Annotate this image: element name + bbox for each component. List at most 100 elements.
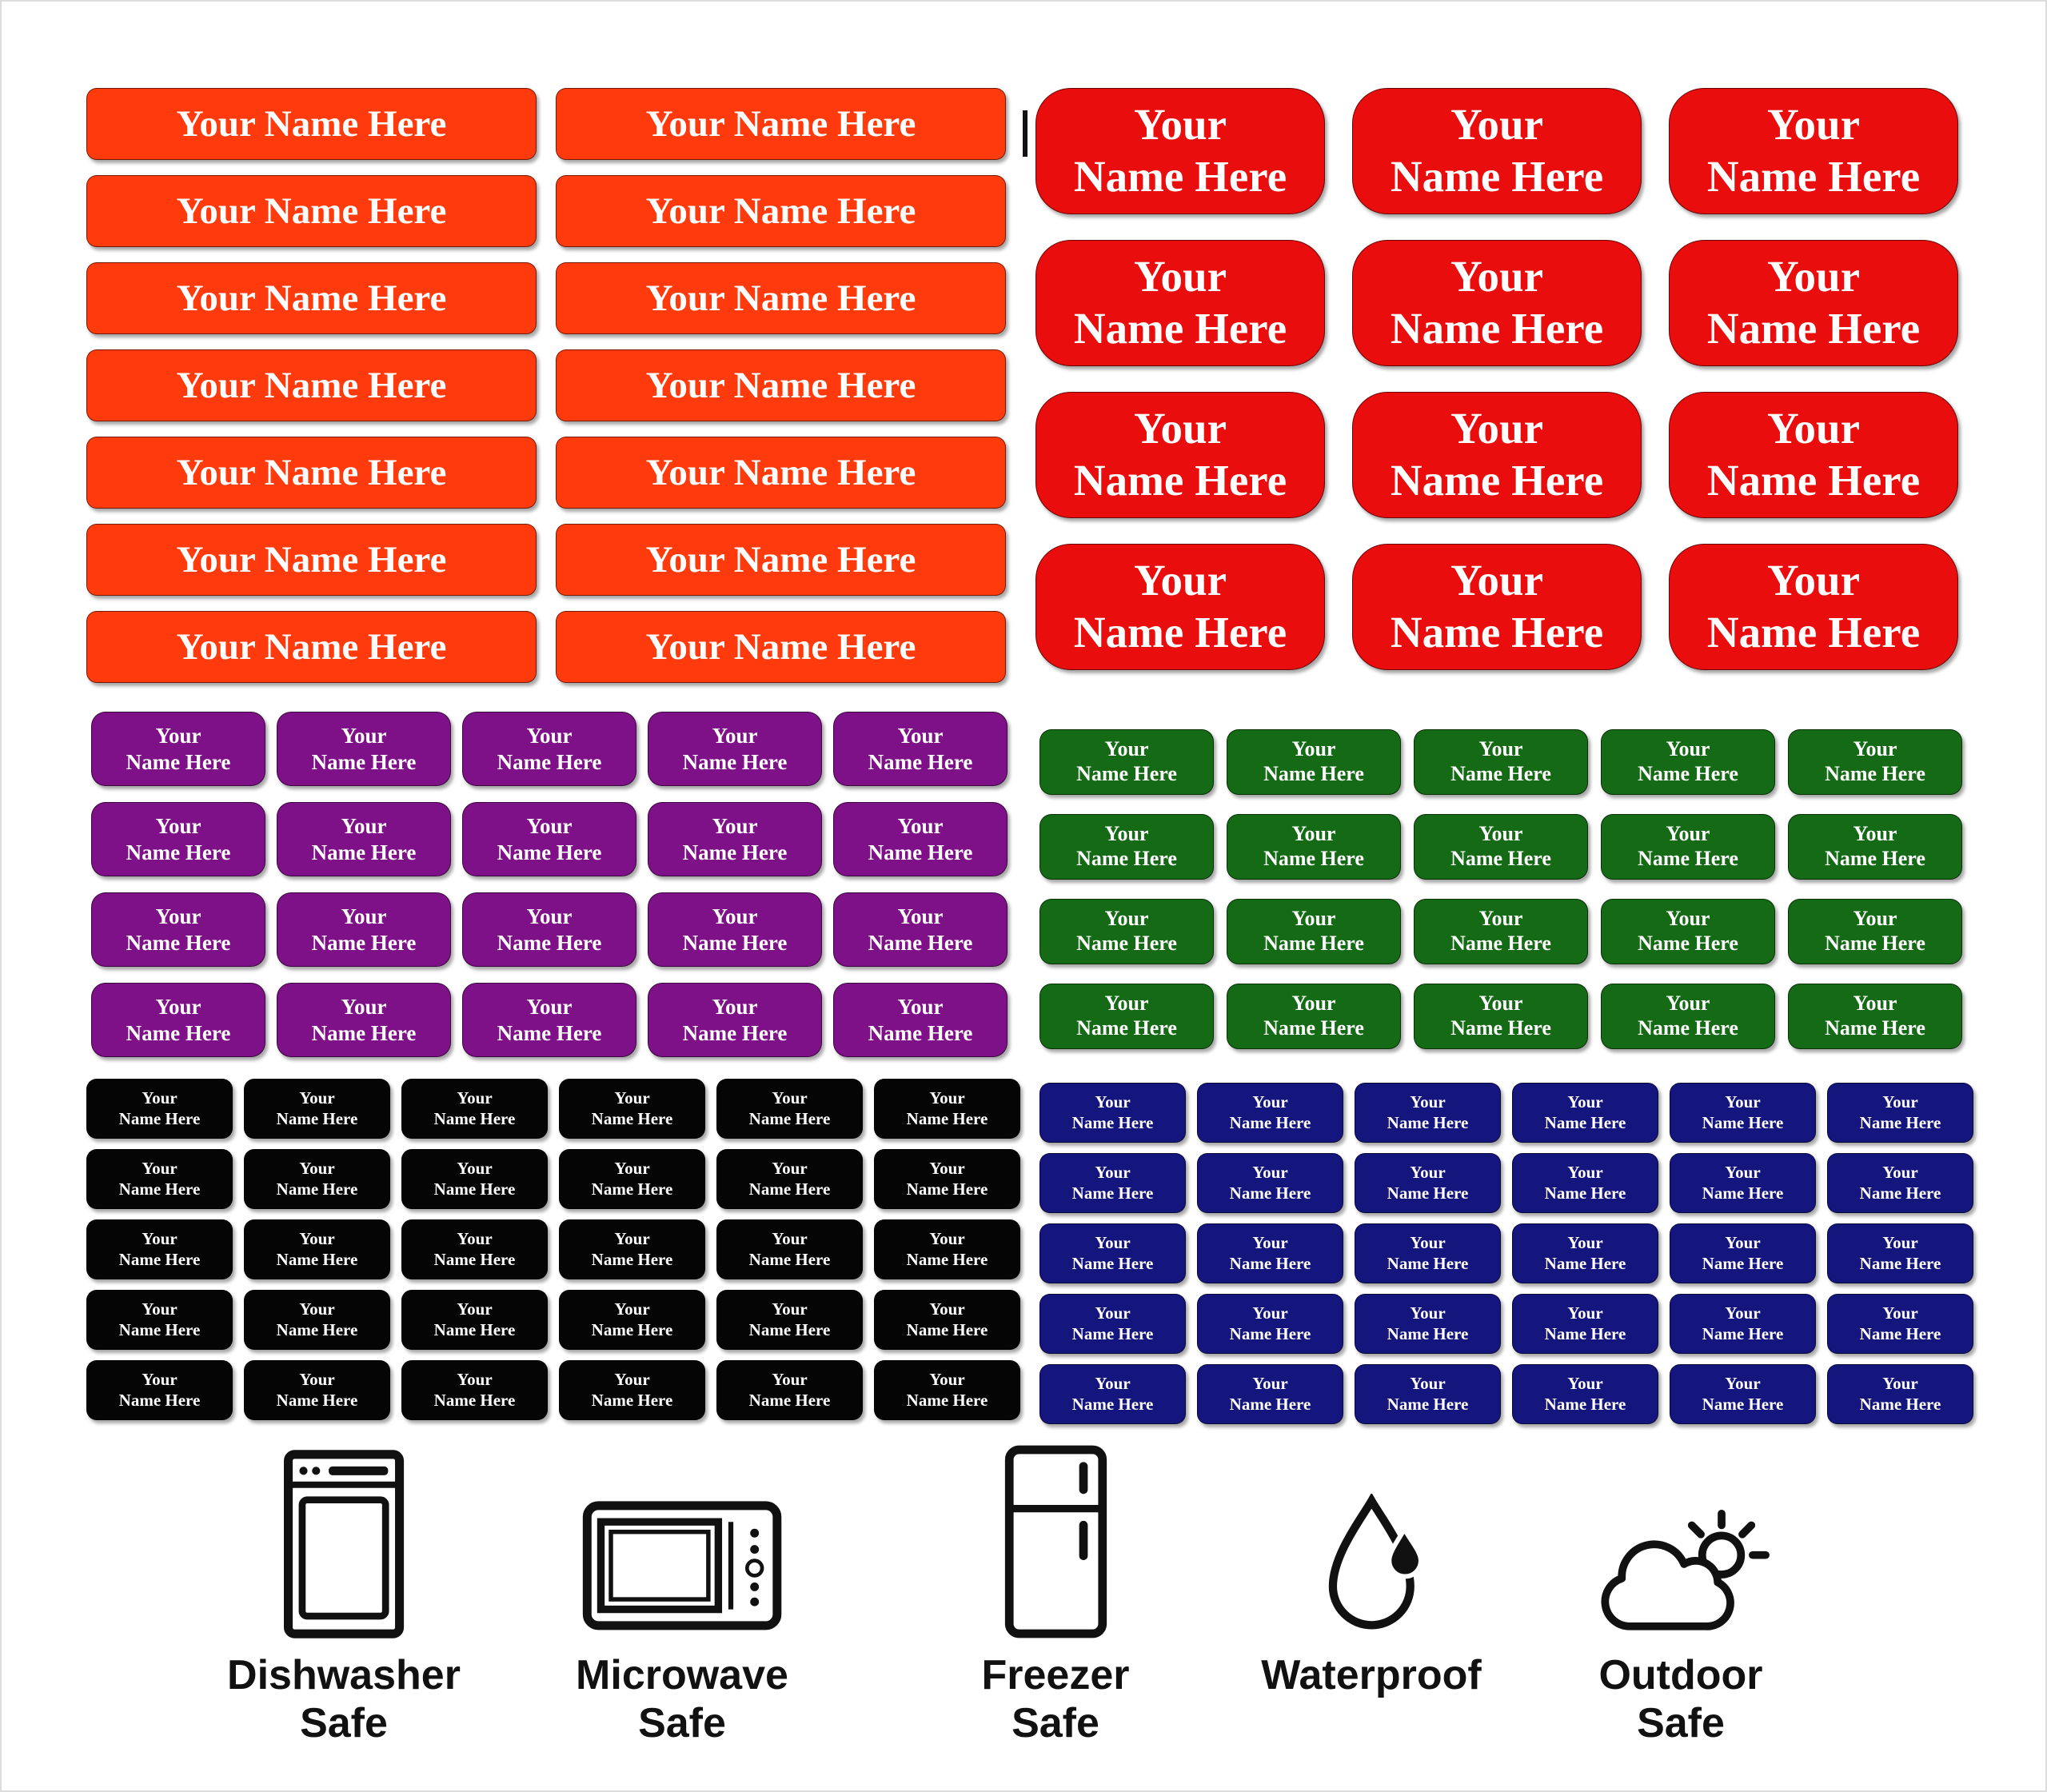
feature-waterproof: Waterproof	[1261, 1433, 1482, 1700]
feature-label-line2: Safe	[638, 1699, 726, 1746]
orange-name-label: Your Name Here	[556, 262, 1006, 334]
features-row: Dishwasher Safe Microwave	[2, 1433, 2045, 1785]
orange-name-label: Your Name Here	[86, 611, 537, 683]
orange-name-label: Your Name Here	[86, 437, 537, 509]
microwave-icon	[582, 1433, 782, 1639]
dishwasher-icon	[281, 1433, 407, 1639]
divider-tick-mark	[1023, 110, 1027, 157]
orange-name-label: Your Name Here	[556, 611, 1006, 683]
feature-label-line1: Freezer	[981, 1652, 1130, 1698]
orange-name-label: Your Name Here	[556, 88, 1006, 160]
feature-label: Dishwasher Safe	[227, 1652, 461, 1748]
feature-label: Outdoor Safe	[1598, 1652, 1762, 1748]
feature-label-line1: Dishwasher	[227, 1652, 461, 1698]
orange-name-label: Your Name Here	[86, 88, 537, 160]
outdoor-icon	[1586, 1433, 1775, 1639]
feature-outdoor-safe: Outdoor Safe	[1586, 1433, 1775, 1748]
feature-freezer-safe: Freezer Safe	[982, 1433, 1130, 1748]
orange-name-label: Your Name Here	[556, 437, 1006, 509]
feature-label: Freezer Safe	[982, 1652, 1130, 1748]
feature-microwave-safe: Microwave Safe	[576, 1433, 788, 1748]
feature-label-line1: Microwave	[576, 1652, 788, 1698]
orange-name-label: Your Name Here	[86, 175, 537, 247]
feature-label: Waterproof	[1261, 1652, 1481, 1700]
feature-label-line2: Safe	[1012, 1699, 1099, 1746]
feature-label-line1: Waterproof	[1261, 1652, 1482, 1698]
